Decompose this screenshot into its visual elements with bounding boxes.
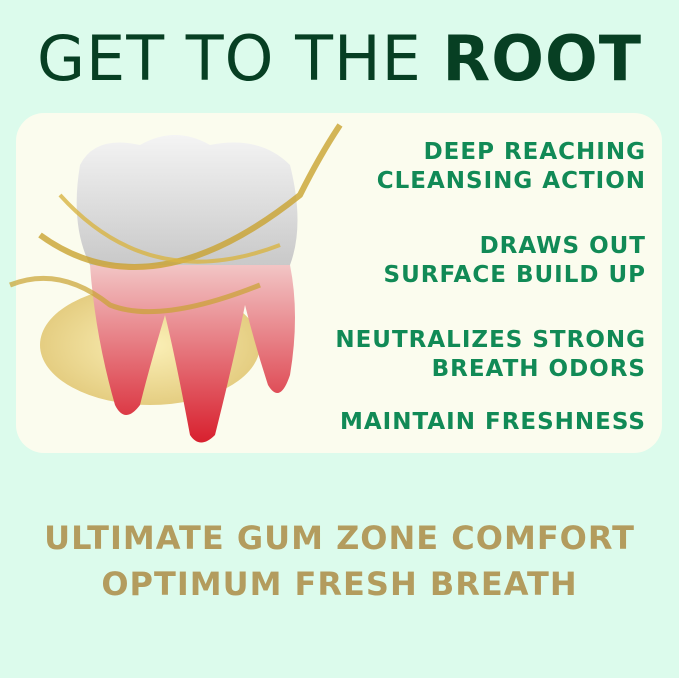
headline-bold: ROOT: [442, 22, 642, 95]
benefit-item: NEUTRALIZES STRONG BREATH ODORS: [335, 326, 646, 384]
benefit-line: BREATH ODORS: [431, 356, 646, 382]
benefit-item: MAINTAIN FRESHNESS: [335, 408, 646, 437]
benefit-line: SURFACE BUILD UP: [383, 262, 646, 288]
tagline: ULTIMATE GUM ZONE COMFORT OPTIMUM FRESH …: [0, 515, 679, 607]
benefit-line: DRAWS OUT: [479, 233, 646, 259]
benefit-line: NEUTRALIZES STRONG: [335, 327, 646, 353]
tagline-line: OPTIMUM FRESH BREATH: [101, 565, 578, 603]
headline: GET TO THE ROOT: [0, 22, 679, 95]
benefits-list: DEEP REACHING CLEANSING ACTION DRAWS OUT S…: [335, 138, 646, 473]
headline-regular: GET TO THE: [36, 22, 443, 95]
benefit-item: DRAWS OUT SURFACE BUILD UP: [335, 232, 646, 290]
tooth-illustration: [9, 123, 343, 443]
benefit-line: DEEP REACHING: [423, 139, 646, 165]
tagline-line: ULTIMATE GUM ZONE COMFORT: [44, 519, 635, 557]
benefit-line: MAINTAIN FRESHNESS: [339, 409, 646, 435]
benefit-item: DEEP REACHING CLEANSING ACTION: [335, 138, 646, 196]
benefit-line: CLEANSING ACTION: [376, 168, 646, 194]
